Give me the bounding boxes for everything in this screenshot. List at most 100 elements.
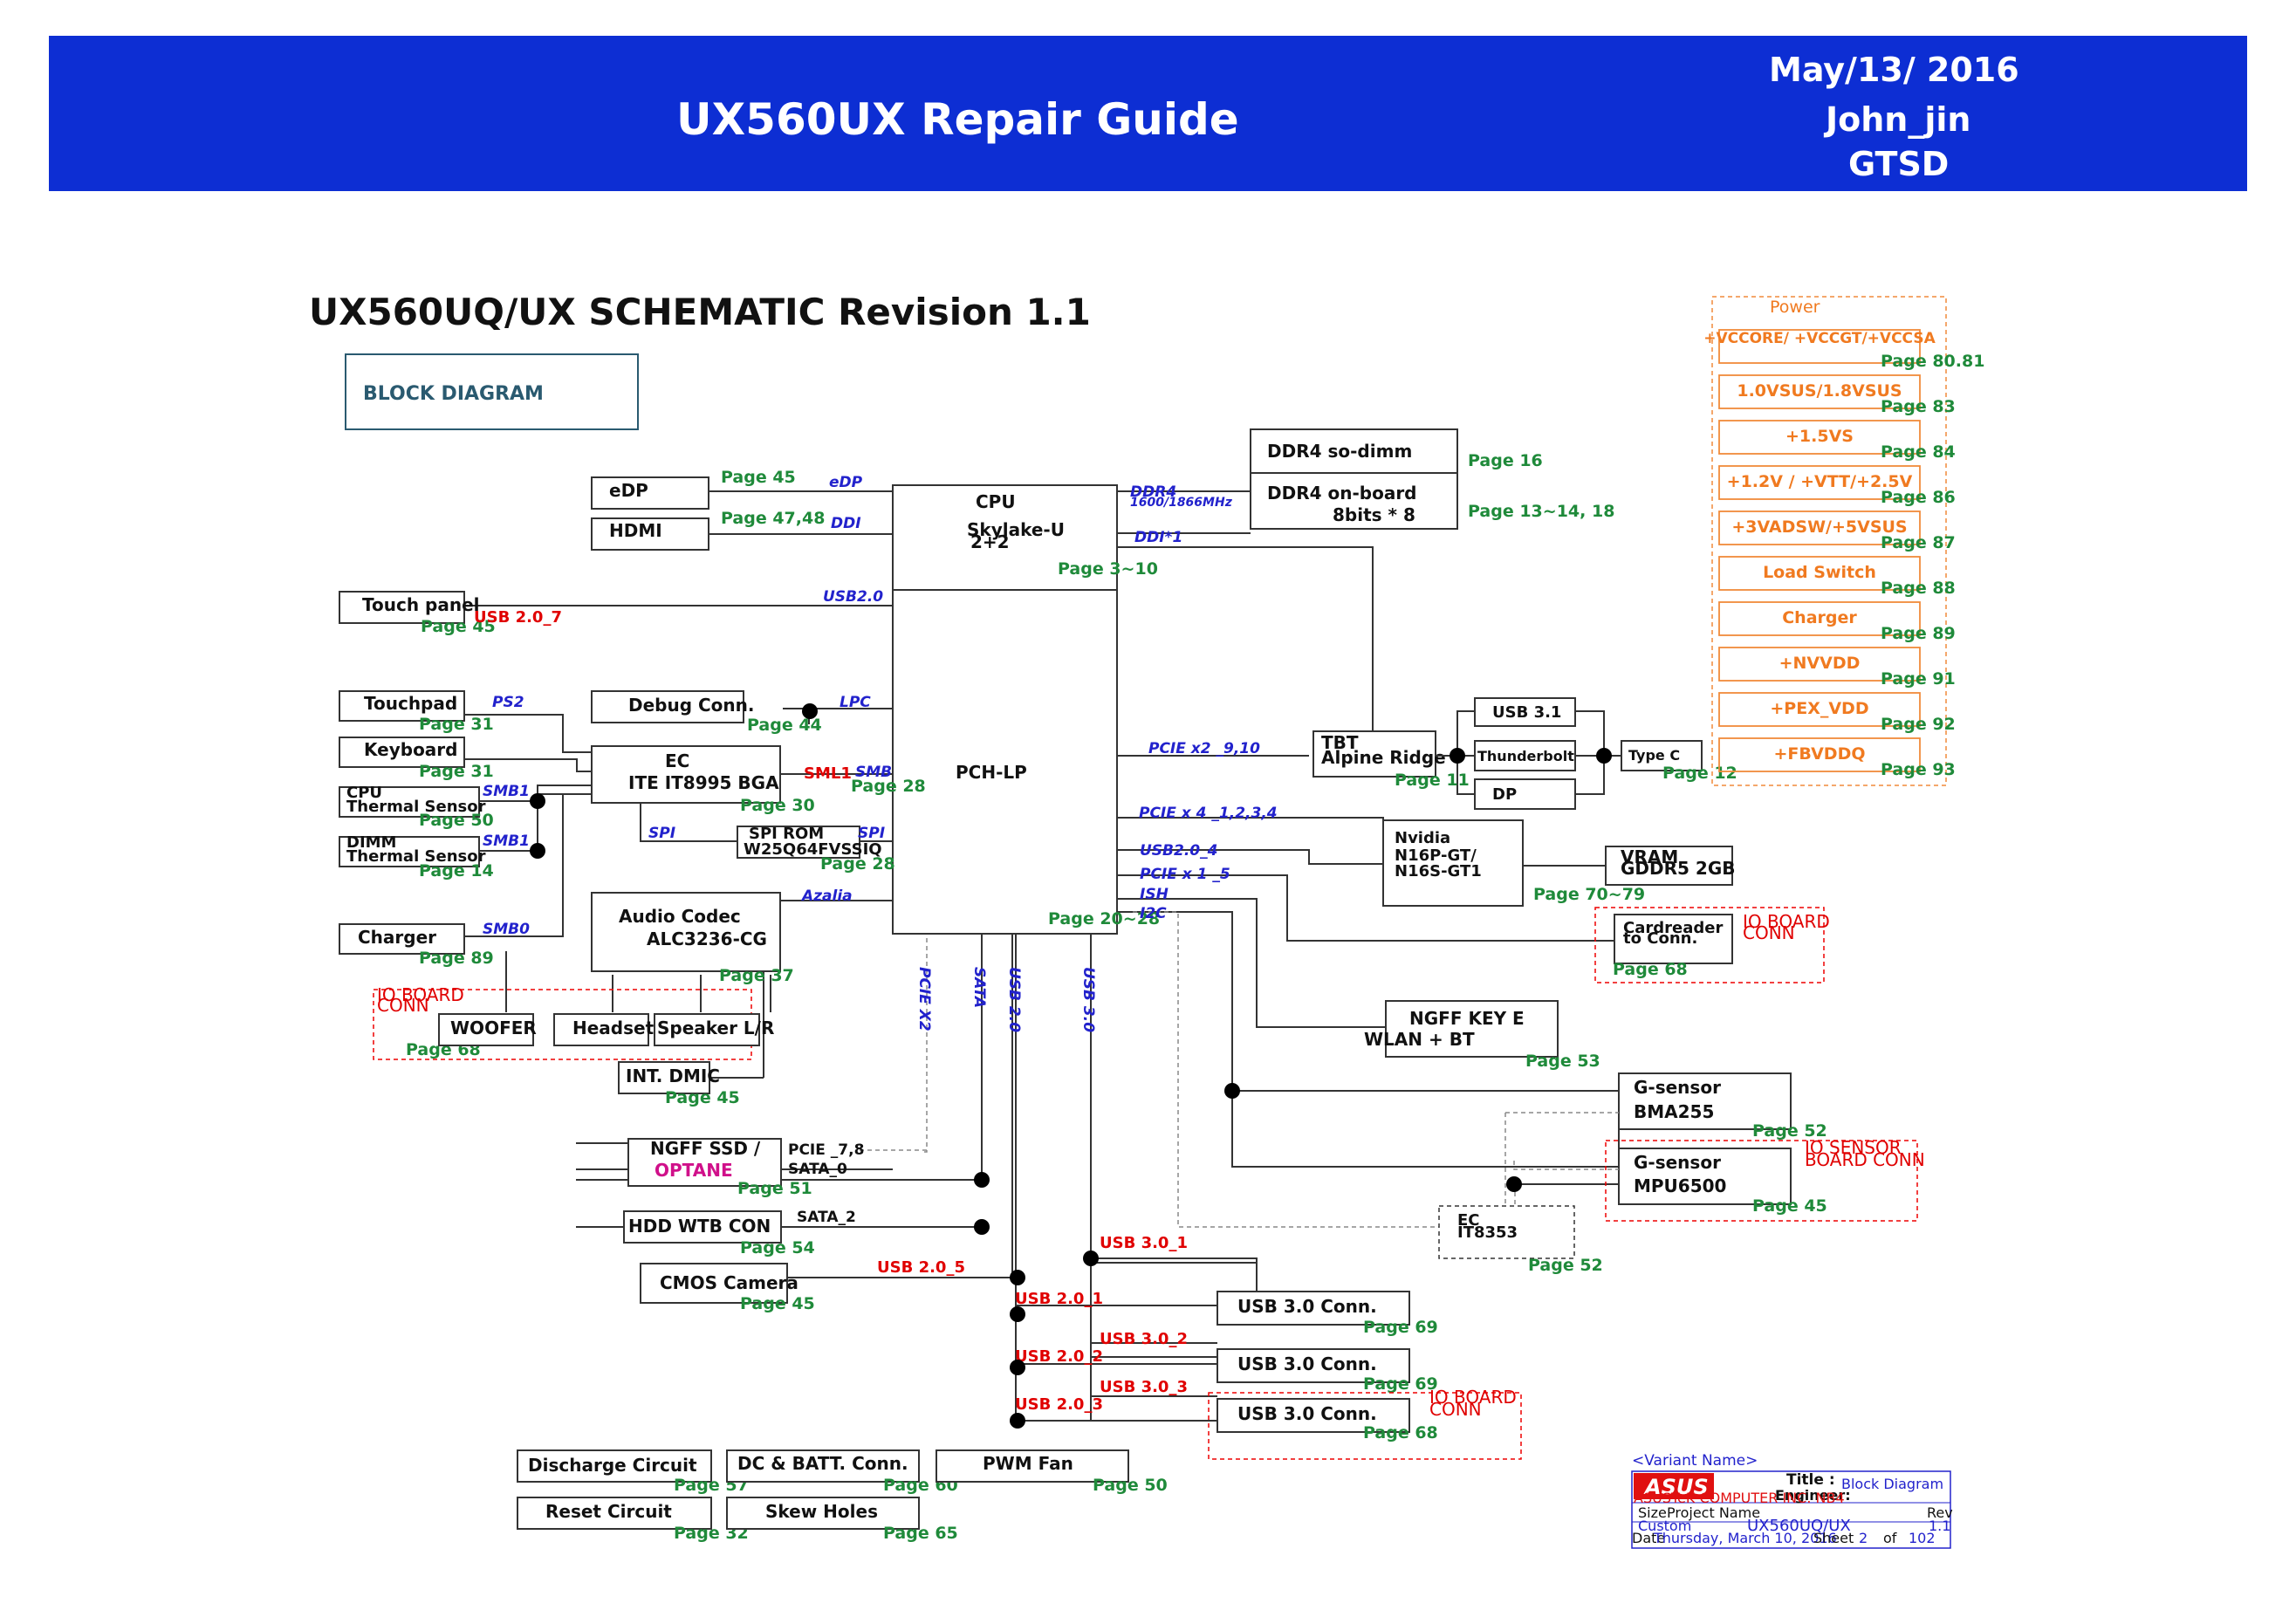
spi-rom-chip: W25Q64FVSSIQ <box>744 840 882 859</box>
smb-signal: SMB <box>855 764 892 781</box>
of-label: of <box>1883 1530 1897 1546</box>
power-rail-label: +PEX_VDD <box>1770 699 1868 718</box>
cpu-pch-block <box>892 484 1118 935</box>
company-name: ASUSTeK COMPUTER INC. NB4 <box>1634 1490 1845 1506</box>
dimm-thermal-page: Page 14 <box>419 861 494 881</box>
power-rail-label: +3VADSW/+5VSUS <box>1731 517 1907 537</box>
usb30-conn-1-label: USB 3.0 Conn. <box>1237 1296 1377 1317</box>
v-sata-signal: SATA <box>970 967 988 1008</box>
charger-block <box>339 923 465 955</box>
audio-codec-block <box>591 892 781 972</box>
rev-value: 1.1 <box>1929 1518 1950 1534</box>
skew-block <box>726 1497 920 1530</box>
spi-rom-block <box>737 826 860 859</box>
power-rail-page: Page 86 <box>1881 488 1956 507</box>
power-rail-page: Page 92 <box>1881 715 1956 734</box>
cpu-model: Skylake-U <box>967 519 1065 540</box>
speaker-label: Speaker L/R <box>657 1018 774 1038</box>
vram-block <box>1605 846 1733 886</box>
reset-block <box>517 1497 712 1530</box>
cpu-cores: 2+2 <box>970 531 1010 552</box>
total-sheets: 102 <box>1909 1530 1936 1546</box>
gsensor-1-block <box>1618 1072 1792 1130</box>
power-rail-page: Page 91 <box>1881 669 1956 689</box>
ddr4-speed-signal: 1600/1866MHz <box>1130 496 1233 510</box>
hdd-wtb-label: HDD WTB CON <box>628 1216 771 1237</box>
ddr4-sodimm-block <box>1250 428 1458 474</box>
ddr-onboard-page: Page 13~14, 18 <box>1468 502 1614 521</box>
tbt-page: Page 11 <box>1395 771 1470 790</box>
io-card-outline <box>1594 907 1825 983</box>
sheet-label: Sheet <box>1813 1530 1854 1546</box>
cardreader-sub: to Conn. <box>1623 929 1697 948</box>
power-rail-page: Page 87 <box>1881 533 1956 552</box>
camera-page: Page 45 <box>740 1294 815 1313</box>
gsensor1-page: Page 52 <box>1752 1121 1827 1141</box>
power-rail-box <box>1718 737 1921 772</box>
io-card-label: IO BOARD <box>1743 911 1830 932</box>
touch-panel-block <box>339 591 465 624</box>
nvidia-model-1: N16P-GT/ <box>1395 846 1477 865</box>
power-rail-label: 1.0VSUS/1.8VSUS <box>1737 381 1902 401</box>
pcie78-signal: PCIE _7,8 <box>788 1141 864 1159</box>
gsensor-1-label: G-sensor <box>1634 1077 1721 1098</box>
cardreader-page: Page 68 <box>1613 960 1688 979</box>
pwm-fan-block <box>936 1449 1129 1483</box>
power-rail-box <box>1718 601 1921 636</box>
cpu-thermal-block <box>339 786 480 818</box>
v-usb20-signal: USB 2.0 <box>1005 967 1023 1032</box>
usb201-signal: USB 2.0_1 <box>1015 1290 1103 1308</box>
block-diagram-label-box <box>345 353 639 430</box>
discharge-label: Discharge Circuit <box>528 1455 697 1476</box>
power-rail-box <box>1718 692 1921 727</box>
ddr4-sodimm-label: DDR4 so-dimm <box>1267 441 1412 462</box>
hdd-page: Page 54 <box>740 1238 815 1257</box>
pwm-fan-label: PWM Fan <box>983 1453 1073 1474</box>
wlan-bt-label: WLAN + BT <box>1364 1029 1475 1050</box>
nvidia-model-2: N16S-GT1 <box>1395 862 1482 881</box>
ddr4-onboard-sub: 8bits * 8 <box>1333 504 1415 525</box>
hdmi-page: Page 47,48 <box>721 509 825 528</box>
edp-label: eDP <box>609 480 648 501</box>
io-usb-label-2: CONN <box>1429 1399 1482 1420</box>
type-c-block <box>1621 740 1703 771</box>
v-usb30-signal: USB 3.0 <box>1079 967 1097 1032</box>
charger-page: Page 89 <box>419 949 494 968</box>
ish-signal: ISH <box>1140 886 1169 903</box>
smb0-signal: SMB0 <box>483 921 530 938</box>
ngff-ssd-label: NGFF SSD / <box>650 1138 761 1159</box>
skew-label: Skew Holes <box>765 1501 878 1522</box>
dp-label: DP <box>1492 785 1517 804</box>
gsensor-2-chip: MPU6500 <box>1634 1175 1726 1196</box>
header-dept: GTSD <box>1848 145 1950 183</box>
dc-batt-label: DC & BATT. Conn. <box>737 1453 908 1474</box>
power-rail-box <box>1718 374 1921 409</box>
gsensor-2-block <box>1618 1148 1792 1205</box>
sata2-signal: SATA_2 <box>797 1209 856 1226</box>
debug-conn-label: Debug Conn. <box>628 695 755 716</box>
ec2-block <box>1438 1205 1575 1259</box>
title-label: Title : <box>1786 1471 1835 1489</box>
vram-label: VRAM <box>1621 846 1678 867</box>
lpc-signal: LPC <box>840 694 871 711</box>
audio-page: Page 37 <box>719 966 794 985</box>
ps2-signal: PS2 <box>492 694 524 711</box>
thunderbolt-label: Thunderbolt <box>1477 748 1574 764</box>
asus-logo-text: ASUS <box>1643 1475 1709 1499</box>
touchpad-label: Touchpad <box>364 693 457 714</box>
usb303-signal: USB 3.0_3 <box>1100 1378 1188 1396</box>
dp-block <box>1474 778 1576 810</box>
usb30-conn-2 <box>1217 1348 1410 1383</box>
edp-signal: eDP <box>829 474 863 491</box>
pcie-gpu-signal: PCIE x 4 _1,2,3,4 <box>1139 805 1278 822</box>
power-rail-box <box>1718 647 1921 682</box>
spi-rom-page: Page 28 <box>820 854 895 874</box>
header-date: May/13/ 2016 <box>1769 51 2019 89</box>
page-title: UX560UX Repair Guide <box>676 94 1239 145</box>
title-value: Block Diagram <box>1841 1476 1943 1492</box>
ec-label: EC <box>665 750 689 771</box>
cpu-label: CPU <box>976 491 1016 512</box>
usb31-block <box>1474 697 1576 727</box>
io-left-label: IO BOARD <box>377 984 464 1005</box>
